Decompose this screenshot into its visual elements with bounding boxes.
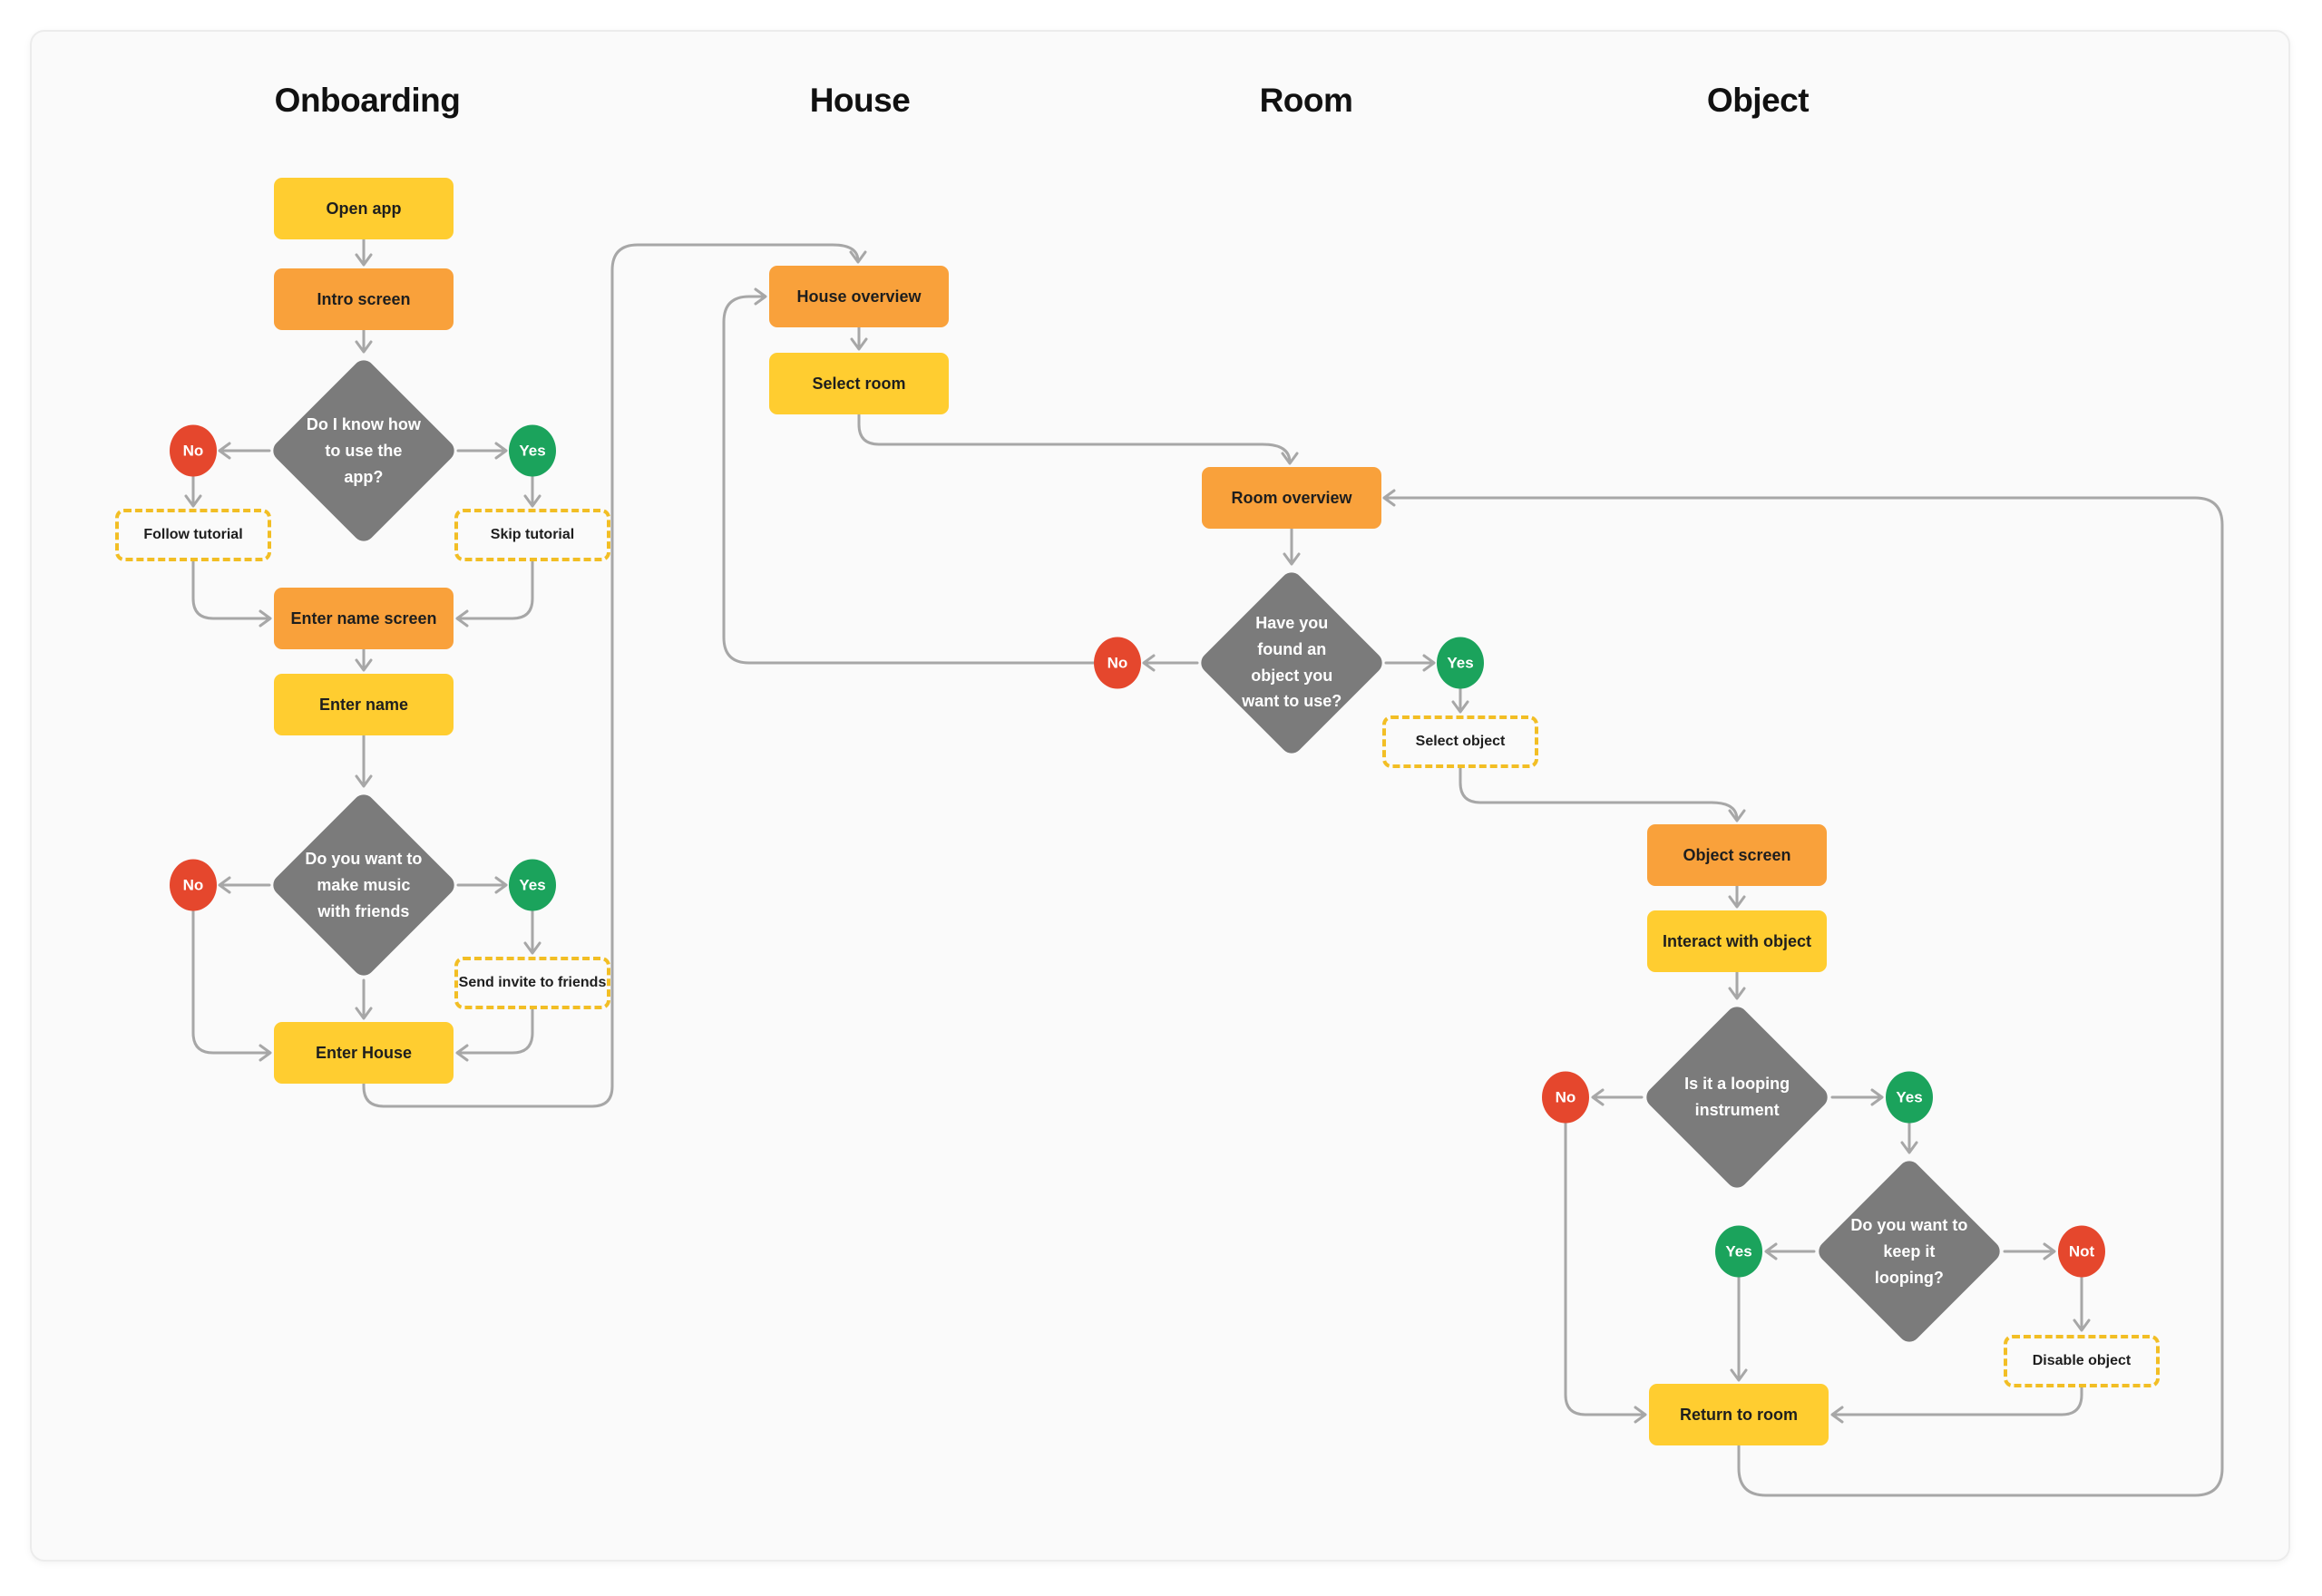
edge-return-to-room-to-room-overview <box>1382 489 2224 1497</box>
node-found-object-yes: Yes <box>1437 637 1484 689</box>
edge-looping-no-to-return-to-room <box>1564 1121 1647 1424</box>
node-disable-object: Disable object <box>2004 1335 2160 1387</box>
node-label-make-music-decision: Do you want to make music with friends <box>305 849 423 920</box>
lane-title-onboarding: Onboarding <box>274 82 461 119</box>
edge-make-music-no-to-enter-house <box>191 909 272 1062</box>
edge-layer <box>184 238 2224 1497</box>
node-send-invite: Send invite to friends <box>454 957 610 1009</box>
node-follow-tutorial: Follow tutorial <box>115 509 271 561</box>
node-know-how-yes: Yes <box>509 424 556 477</box>
edge-disable-object-to-return-to-room <box>1830 1386 2083 1424</box>
node-select-object: Select object <box>1382 715 1538 768</box>
edge-send-invite-to-enter-house <box>455 1007 534 1062</box>
node-return-to-room: Return to room <box>1649 1384 1829 1445</box>
node-know-how-no: No <box>170 424 217 477</box>
node-make-music-no: No <box>170 859 217 911</box>
node-intro-screen: Intro screen <box>274 268 454 330</box>
edge-found-object-no-to-house-overview <box>722 287 1096 665</box>
node-make-music-yes: Yes <box>509 859 556 911</box>
node-skip-tutorial: Skip tutorial <box>454 509 610 561</box>
node-keep-looping-yes: Yes <box>1715 1225 1762 1278</box>
node-open-app: Open app <box>274 178 454 239</box>
node-label-keep-looping-decision: Do you want to keep it looping? <box>1850 1215 1968 1287</box>
node-found-object-no: No <box>1094 637 1141 689</box>
edge-follow-tutorial-to-enter-name-screen <box>191 560 272 628</box>
node-enter-name-screen: Enter name screen <box>274 588 454 649</box>
node-keep-looping-not: Not <box>2058 1225 2105 1278</box>
node-house-overview: House overview <box>769 266 949 327</box>
node-label-looping-decision: Is it a looping instrument <box>1684 1075 1790 1119</box>
node-enter-name: Enter name <box>274 674 454 735</box>
node-room-overview: Room overview <box>1202 467 1381 529</box>
edge-skip-tutorial-to-enter-name-screen <box>455 560 534 628</box>
edge-select-room-to-room-overview <box>857 413 1299 465</box>
node-enter-house: Enter House <box>274 1022 454 1084</box>
lane-title-house: House <box>809 82 911 119</box>
edge-select-object-to-object-screen <box>1459 766 1746 822</box>
node-label-know-how-decision: Do I know how to use the app? <box>307 414 422 486</box>
node-interact-with-object: Interact with object <box>1647 910 1827 972</box>
node-select-room: Select room <box>769 353 949 414</box>
lane-title-object: Object <box>1706 82 1810 119</box>
lane-title-room: Room <box>1259 82 1353 119</box>
node-looping-no: No <box>1542 1071 1589 1124</box>
node-looping-yes: Yes <box>1886 1071 1933 1124</box>
node-object-screen: Object screen <box>1647 824 1827 886</box>
node-label-found-object-decision: Have you found an object you want to use… <box>1241 614 1341 711</box>
edge-enter-house-to-house-overview <box>362 243 867 1108</box>
